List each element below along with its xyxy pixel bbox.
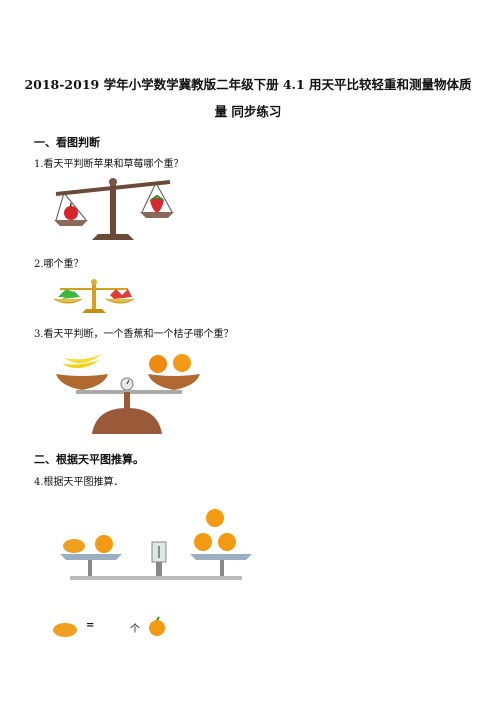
page-title-line2: 量 同步练习 — [214, 104, 282, 119]
question-3: 3.看天平判断，一个香蕉和一个桔子哪个重？ — [34, 329, 234, 340]
question-1: 1.看天平判断苹果和草莓哪个重？ — [34, 159, 184, 170]
answer-equals-sign: = — [86, 620, 95, 631]
balance-apple-strawberry-image — [54, 178, 174, 240]
answer-orange-icon — [149, 616, 165, 636]
section-heading-1: 一、看图判断 — [34, 136, 100, 149]
green-item-icon — [58, 289, 80, 299]
page-title-line1: 2018-2019 学年小学数学冀教版二年级下册 4.1 用天平比较轻重和测量物… — [24, 77, 472, 92]
balance-mango-oranges-image — [60, 509, 252, 580]
balance-banana-orange-image — [56, 354, 200, 434]
question-4: 4.根据天平图推算． — [34, 477, 124, 488]
red-item-icon — [110, 289, 132, 299]
question-2: 2.哪个重？ — [34, 259, 84, 270]
orange-icon — [149, 355, 167, 373]
banana-icon — [62, 360, 100, 369]
answer-mango-icon — [53, 623, 77, 637]
mango-icon — [63, 539, 85, 553]
apple-icon — [64, 206, 78, 220]
strawberry-icon — [150, 198, 164, 213]
balance-green-red-image — [53, 279, 135, 313]
section-heading-2: 二、根据天平图推算。 — [34, 453, 144, 466]
answer-unit-label: 个 — [130, 624, 140, 635]
